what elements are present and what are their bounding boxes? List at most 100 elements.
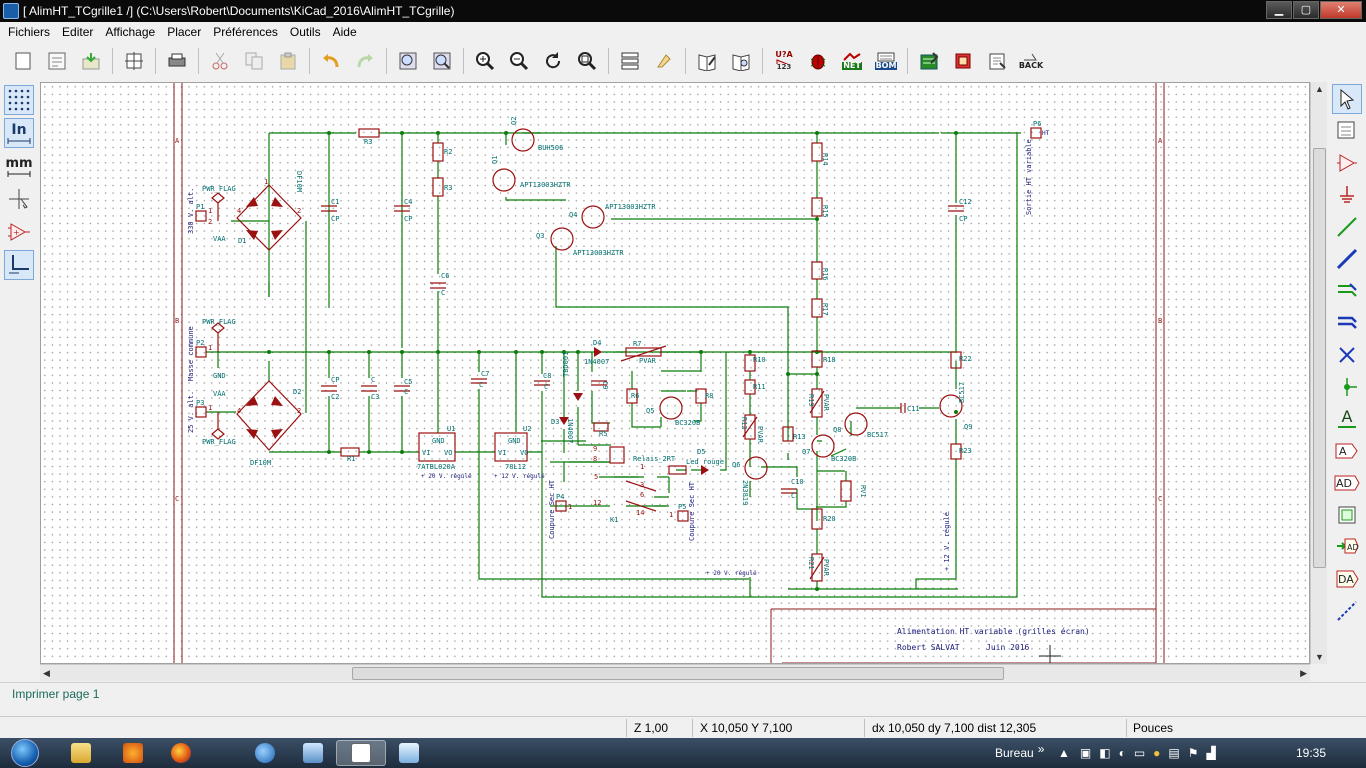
horizontal-scrollbar[interactable]: ◀ ▶ xyxy=(40,664,1310,681)
add-bus-button[interactable] xyxy=(1332,244,1362,274)
redo-button[interactable] xyxy=(351,47,379,75)
back-annotate-button[interactable]: BACK xyxy=(1017,47,1045,75)
tray-security-icon[interactable]: ◧ xyxy=(1099,746,1111,760)
tray-network-icon[interactable]: ▣ xyxy=(1079,746,1092,760)
orthogonal-wire-button[interactable] xyxy=(4,250,34,280)
bom-button[interactable]: BOM xyxy=(872,47,900,75)
cut-button[interactable] xyxy=(206,47,234,75)
menu-preferences[interactable]: Préférences xyxy=(213,25,278,39)
status-divider xyxy=(692,719,693,737)
zoom-out-button[interactable] xyxy=(505,47,533,75)
library-browser-button[interactable] xyxy=(727,47,755,75)
scroll-up-icon[interactable]: ▲ xyxy=(1315,84,1324,94)
tray-signal-icon[interactable]: ▟ xyxy=(1206,746,1216,760)
zoom-in-button[interactable] xyxy=(471,47,499,75)
cursor-shape-button[interactable] xyxy=(4,184,34,214)
pin-number-p3-1: 1 xyxy=(208,404,212,412)
ref-r6: R6 xyxy=(631,392,639,400)
import-sheet-pin-button[interactable]: AD xyxy=(1332,532,1362,562)
menu-editer[interactable]: Editer xyxy=(62,25,94,39)
tray-display-icon[interactable]: ▤ xyxy=(1168,746,1180,760)
taskbar-firefox[interactable] xyxy=(156,740,206,766)
scroll-left-icon[interactable]: ◀ xyxy=(43,668,50,678)
tray-flag-icon[interactable]: ⚑ xyxy=(1187,746,1199,760)
paste-button[interactable] xyxy=(274,47,302,75)
taskbar-desktop-label[interactable]: Bureau » xyxy=(995,738,1044,768)
leave-sheet-button[interactable] xyxy=(650,47,678,75)
tray-volume-icon[interactable]: ◐ xyxy=(1118,746,1126,760)
add-hierarchical-label-button[interactable]: AD xyxy=(1332,468,1362,498)
sheet-settings-button[interactable] xyxy=(43,47,71,75)
add-label-button[interactable]: A xyxy=(1332,404,1362,434)
ref-p5: P5 xyxy=(678,503,686,511)
taskbar-media-player[interactable] xyxy=(108,740,158,766)
units-mm-button[interactable]: mm xyxy=(4,151,34,181)
horizontal-scroll-thumb[interactable] xyxy=(352,667,1004,680)
start-button[interactable] xyxy=(4,739,46,767)
find-replace-button[interactable] xyxy=(428,47,456,75)
minimize-button[interactable]: ▁ xyxy=(1266,1,1292,19)
new-sheet-button[interactable] xyxy=(9,47,37,75)
hierarchy-navigator-button[interactable] xyxy=(1332,116,1362,146)
zoom-redraw-button[interactable] xyxy=(539,47,567,75)
hierarchy-navigator-icon xyxy=(1337,121,1355,139)
page-settings-button[interactable] xyxy=(120,47,148,75)
erc-button[interactable] xyxy=(804,47,832,75)
add-global-label-button[interactable]: A xyxy=(1332,436,1362,466)
bus-to-bus-entry-button[interactable] xyxy=(1332,308,1362,338)
taskbar-kicad[interactable] xyxy=(384,740,434,766)
add-sheet-pin-button[interactable]: DA xyxy=(1332,564,1362,594)
add-sheet-button[interactable] xyxy=(1332,500,1362,530)
annotate-button[interactable]: U?A 123 xyxy=(770,47,798,75)
resistor-r7 xyxy=(625,347,662,357)
desktop-label: Bureau xyxy=(995,746,1034,760)
select-tool-button[interactable] xyxy=(1332,84,1362,114)
menu-affichage[interactable]: Affichage xyxy=(105,25,156,39)
pcbnew-button[interactable] xyxy=(949,47,977,75)
value-r12: PVAR xyxy=(756,426,764,444)
library-editor-button[interactable] xyxy=(693,47,721,75)
taskbar-explorer[interactable] xyxy=(56,740,106,766)
tray-update-icon[interactable]: ● xyxy=(1153,746,1161,760)
wire-to-bus-entry-button[interactable] xyxy=(1332,276,1362,306)
copy-button[interactable] xyxy=(240,47,268,75)
hidden-pins-button[interactable]: + xyxy=(4,217,34,247)
vertical-scroll-thumb[interactable] xyxy=(1313,148,1326,568)
print-button[interactable] xyxy=(163,47,191,75)
netlist-button[interactable]: NET xyxy=(838,47,866,75)
zoom-fit-button[interactable] xyxy=(573,47,601,75)
scroll-right-icon[interactable]: ▶ xyxy=(1300,668,1307,678)
import-footprints-button[interactable] xyxy=(983,47,1011,75)
taskbar-eeschema[interactable] xyxy=(336,740,386,766)
undo-button[interactable] xyxy=(317,47,345,75)
tray-monitor-icon[interactable]: ▭ xyxy=(1133,746,1146,760)
cvpcb-button[interactable] xyxy=(915,47,943,75)
schematic-canvas[interactable]: A B C A B C xyxy=(40,82,1310,664)
taskbar-globe-app[interactable] xyxy=(240,740,290,766)
vertical-scrollbar[interactable]: ▲ ▼ xyxy=(1310,82,1327,664)
add-graphic-line-button[interactable] xyxy=(1332,596,1362,626)
find-button[interactable] xyxy=(394,47,422,75)
menu-aide[interactable]: Aide xyxy=(332,25,357,39)
menu-placer[interactable]: Placer xyxy=(167,25,202,39)
connector-p6 xyxy=(1030,127,1042,139)
taskbar-folder-app[interactable] xyxy=(288,740,338,766)
sheet-icon xyxy=(1338,506,1356,524)
hierarchy-button[interactable] xyxy=(616,47,644,75)
junction-button[interactable] xyxy=(1332,372,1362,402)
units-inch-button[interactable]: In xyxy=(4,118,34,148)
menu-fichiers[interactable]: Fichiers xyxy=(8,25,51,39)
add-power-button[interactable] xyxy=(1332,180,1362,210)
grid-toggle-button[interactable] xyxy=(4,85,34,115)
menu-outils[interactable]: Outils xyxy=(289,25,321,39)
tray-arrow-icon[interactable]: ▲ xyxy=(1058,746,1070,760)
close-button[interactable]: ✕ xyxy=(1320,1,1362,19)
scroll-down-icon[interactable]: ▼ xyxy=(1315,652,1324,662)
tray-clock[interactable]: 19:35 xyxy=(1296,738,1326,768)
maximize-button[interactable]: ▢ xyxy=(1293,1,1319,19)
net-label-12v-right: + 12 V. régulé xyxy=(943,512,951,571)
no-connect-button[interactable] xyxy=(1332,340,1362,370)
save-button[interactable] xyxy=(77,47,105,75)
add-wire-button[interactable] xyxy=(1332,212,1362,242)
add-component-button[interactable] xyxy=(1332,148,1362,178)
